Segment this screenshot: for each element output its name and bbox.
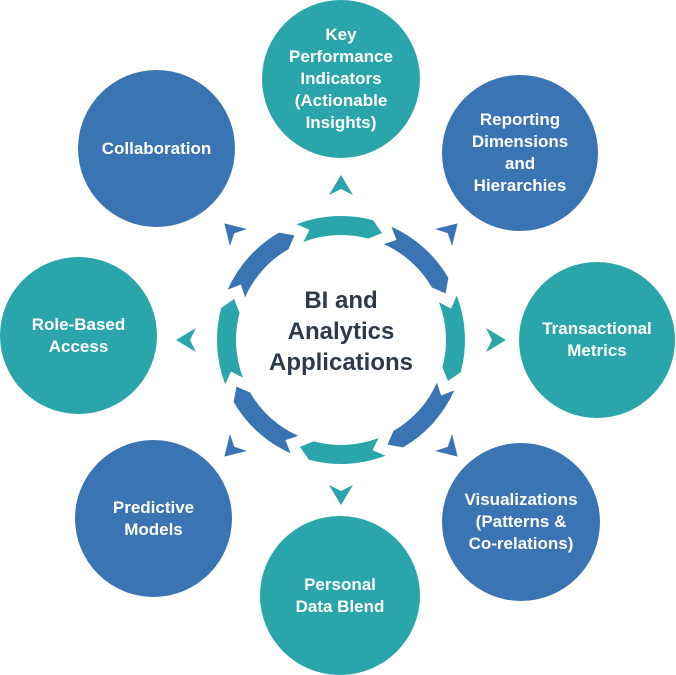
node-label: Predictive Models (112, 497, 195, 539)
node-label: Visualizations (Patterns & Co-relations) (464, 490, 578, 553)
node-label: Key Performance Indicators (Actionable I… (289, 25, 393, 132)
node-collaboration: Collaboration (78, 70, 235, 227)
node-visualizations: Visualizations (Patterns & Co-relations) (442, 443, 600, 601)
ring-arrow-segment (299, 438, 386, 464)
node-transactional-metrics: Transactional Metrics (519, 262, 675, 418)
center-title: BI and Analytics Applications (268, 287, 413, 376)
ring-arrow-segment (296, 216, 383, 242)
node-key-performance-indicators: Key Performance Indicators (Actionable I… (262, 0, 420, 158)
ring-arrow-segment (383, 226, 449, 294)
node-label: Personal Data Blend (295, 574, 385, 616)
outward-arrowhead-icon (435, 223, 458, 246)
ring-arrow-segment (227, 232, 295, 298)
node-label: Collaboration (101, 138, 212, 158)
outward-arrowhead-icon (486, 328, 506, 352)
ring-arrow-segment (387, 382, 455, 448)
node-label: Role-Based Access (31, 314, 126, 356)
outward-arrowhead-icon (329, 485, 353, 505)
outward-arrowhead-icon (176, 328, 196, 352)
ring-arrow-segment (439, 295, 465, 382)
node-predictive-models: Predictive Models (75, 440, 232, 597)
node-label: Reporting Dimensions and Hierarchies (471, 110, 569, 195)
node-role-based-access: Role-Based Access (0, 257, 157, 414)
node-personal-data-blend: Personal Data Blend (260, 516, 420, 675)
ring-arrow-segment (216, 298, 243, 385)
ring-arrow-segment (233, 386, 299, 454)
outward-arrowhead-icon (329, 175, 353, 195)
outward-arrowhead-icon (224, 434, 247, 457)
node-label: Transactional Metrics (542, 319, 652, 360)
outward-arrowhead-icon (224, 223, 247, 246)
node-reporting-dimensions: Reporting Dimensions and Hierarchies (442, 75, 598, 231)
outward-arrowhead-icon (435, 434, 458, 457)
